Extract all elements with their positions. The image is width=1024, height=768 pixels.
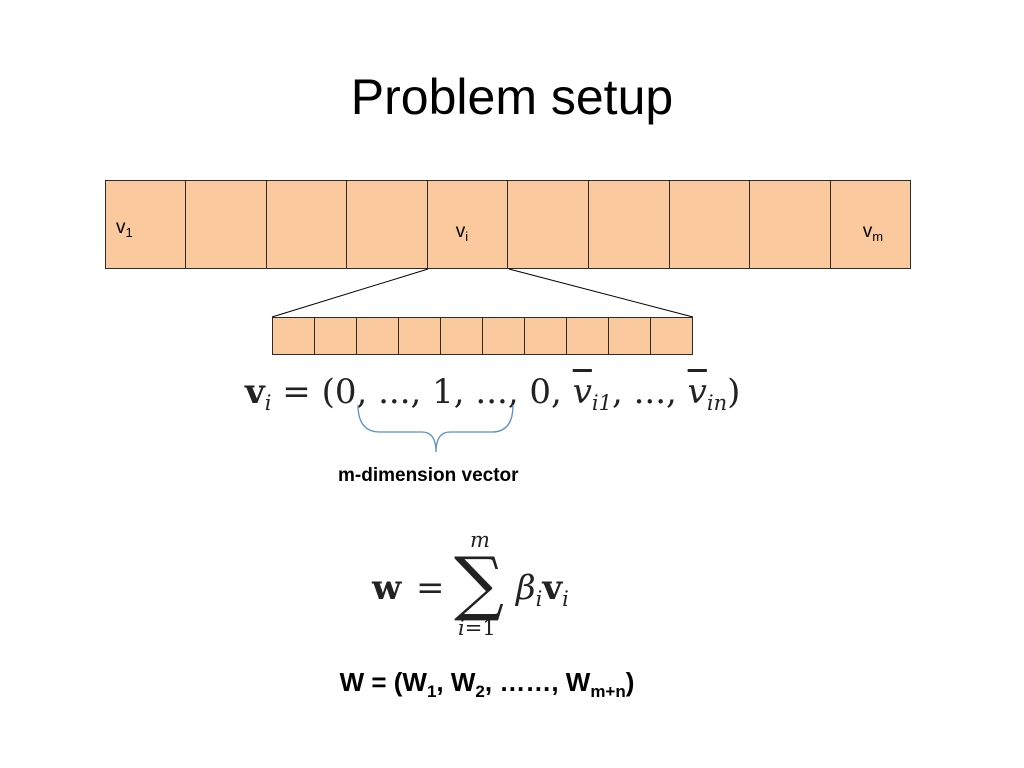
subvector-cell xyxy=(315,317,357,355)
subvector-cell xyxy=(609,317,651,355)
label-vi: vi xyxy=(455,221,469,244)
w-tuple-line: W = (W1, W2, ……, Wm+n) xyxy=(339,667,635,701)
vi-equation: vi = (0, ..., 1, ..., 0, vi1, ..., vin) xyxy=(245,372,741,415)
subvector-cell xyxy=(357,317,399,355)
array-cell xyxy=(347,180,428,269)
label-vm: vm xyxy=(862,221,884,244)
subvector-array xyxy=(272,317,693,355)
subvector-cell xyxy=(483,317,525,355)
subvector-cell xyxy=(525,317,567,355)
brace-caption: m-dimension vector xyxy=(338,465,519,486)
array-cell xyxy=(508,180,589,269)
array-cell xyxy=(588,180,670,269)
sigma-symbol: ∑ xyxy=(454,542,504,624)
subvector-cell xyxy=(441,317,483,355)
array-cell-last: vm xyxy=(830,180,912,269)
array-cell xyxy=(750,180,831,269)
vector-array: v1 vi vm xyxy=(105,180,912,269)
array-cell-first: v1 xyxy=(105,180,186,269)
array-cell xyxy=(266,180,348,269)
connector-right xyxy=(508,268,694,318)
array-cell xyxy=(669,180,751,269)
subvector-cell xyxy=(272,317,315,355)
slide-title: Problem setup xyxy=(350,69,674,125)
subvector-cell xyxy=(651,317,693,355)
connector-left xyxy=(271,268,429,318)
subvector-cell xyxy=(567,317,609,355)
array-cell-i: vi xyxy=(427,180,509,269)
label-v1: v1 xyxy=(116,217,133,240)
subvector-cell xyxy=(399,317,441,355)
array-cell xyxy=(186,180,267,269)
